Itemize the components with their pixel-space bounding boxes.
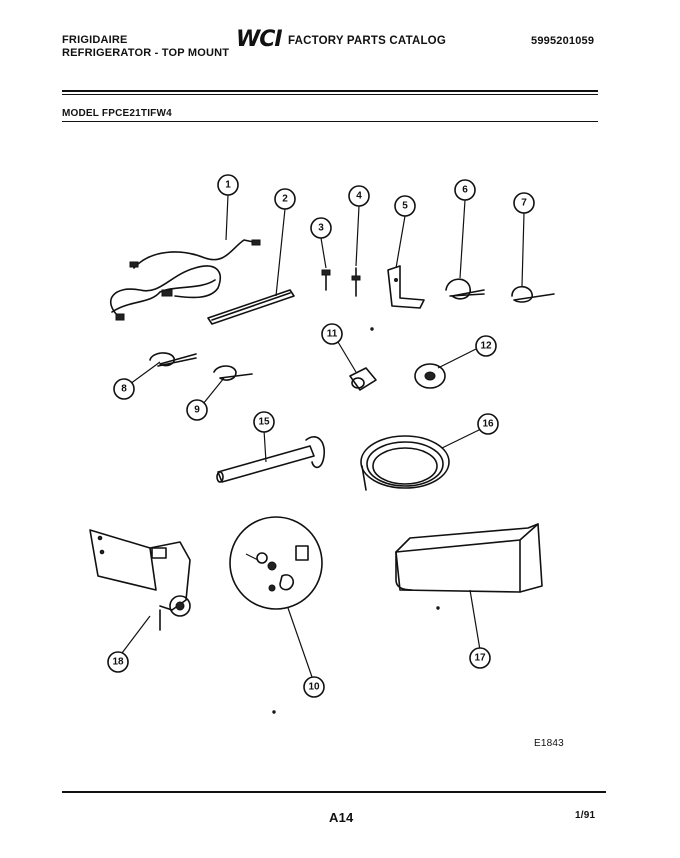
catalog-title: FACTORY PARTS CATALOG: [288, 35, 446, 47]
svg-text:10: 10: [308, 682, 320, 693]
callout-18: 18: [107, 651, 129, 673]
svg-text:2: 2: [282, 194, 288, 205]
part-ice-bin: [395, 523, 543, 593]
svg-text:11: 11: [327, 329, 338, 340]
stray-marks: [272, 327, 440, 714]
product-line: REFRIGERATOR - TOP MOUNT: [62, 47, 230, 59]
part-clamp: [445, 278, 485, 300]
part-clip: [149, 352, 197, 367]
callout-10: 10: [303, 676, 325, 698]
part-clip-small: [213, 365, 253, 381]
svg-text:12: 12: [480, 341, 492, 352]
part-strip: [207, 289, 295, 325]
callout-1: 1: [217, 174, 239, 196]
callout-9: 9: [186, 399, 208, 421]
svg-text:15: 15: [258, 417, 270, 428]
header-rule-top: [62, 90, 598, 92]
callout-7: 7: [513, 192, 535, 214]
part-screw-long: [351, 267, 361, 297]
svg-text:17: 17: [474, 653, 486, 664]
svg-text:6: 6: [462, 185, 468, 196]
callout-6: 6: [454, 179, 476, 201]
callout-2: 2: [274, 188, 296, 210]
brand-name: FRIGIDAIRE: [62, 34, 128, 46]
callout-3: 3: [310, 217, 332, 239]
callout-11: 11: [321, 323, 343, 345]
part-screw: [321, 269, 331, 291]
footer-rule: [62, 791, 606, 793]
part-water-valve: [89, 529, 191, 631]
svg-text:1: 1: [225, 180, 231, 191]
wci-logo: WCI: [236, 27, 283, 52]
callout-16: 16: [477, 413, 499, 435]
callout-8: 8: [113, 378, 135, 400]
part-valve-kit-detail: [229, 516, 323, 610]
svg-text:16: 16: [482, 419, 494, 430]
part-clamp-small: [511, 285, 555, 303]
part-coiled-tubing: [360, 435, 450, 491]
part-fill-tube: [216, 436, 326, 483]
model-number: MODEL FPCE21TIFW4: [62, 108, 172, 119]
header-rule-bottom: [62, 94, 598, 95]
svg-text:4: 4: [356, 191, 362, 202]
svg-text:9: 9: [194, 405, 200, 416]
svg-text:8: 8: [121, 384, 127, 395]
page-number: A14: [329, 810, 354, 825]
svg-text:18: 18: [112, 657, 124, 668]
svg-text:7: 7: [521, 198, 527, 209]
svg-text:3: 3: [318, 223, 324, 234]
svg-text:5: 5: [402, 201, 408, 212]
leader-lines: [121, 194, 525, 678]
figure-code: E1843: [534, 738, 564, 749]
callout-12: 12: [475, 335, 497, 357]
callout-17: 17: [469, 647, 491, 669]
document-number: 5995201059: [531, 35, 595, 47]
part-wire-harness: [109, 239, 261, 321]
date-code: 1/91: [575, 810, 596, 821]
callout-15: 15: [253, 411, 275, 433]
part-bracket: [387, 265, 425, 309]
callout-4: 4: [348, 185, 370, 207]
callout-5: 5: [394, 195, 416, 217]
part-washer: [414, 363, 446, 389]
part-spacer: [349, 367, 377, 391]
model-rule: [62, 121, 598, 122]
